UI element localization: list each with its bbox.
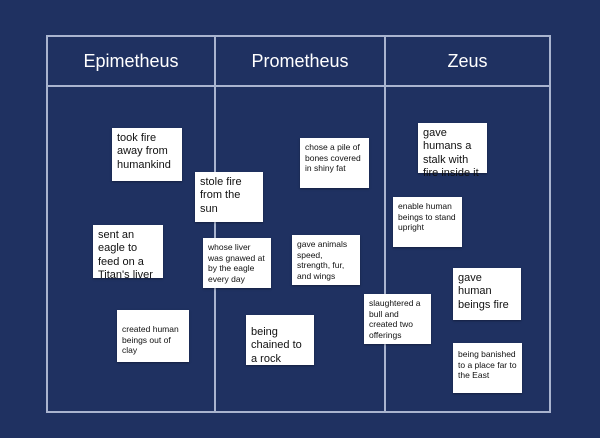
draggable-card[interactable]: chose a pile of bones covered in shiny f… <box>300 138 369 188</box>
draggable-card[interactable]: enable human beings to stand upright <box>393 197 462 247</box>
column-header-zeus: Zeus <box>447 50 488 71</box>
draggable-card[interactable]: slaughtered a bull and created two offer… <box>364 294 431 344</box>
board-frame <box>46 35 551 413</box>
draggable-card[interactable]: whose liver was gnawed at by the eagle e… <box>203 238 271 288</box>
draggable-card[interactable]: gave human beings fire <box>453 268 521 320</box>
column-header-prometheus: Prometheus <box>251 50 349 71</box>
header-divider <box>46 85 551 87</box>
draggable-card[interactable]: gave humans a stalk with fire inside it <box>418 123 487 179</box>
column-header-epimetheus: Epimetheus <box>83 50 179 71</box>
draggable-card[interactable]: sent an eagle to feed on a Titan's liver <box>93 225 163 281</box>
draggable-card[interactable]: stole fire from the sun <box>195 172 263 222</box>
draggable-card[interactable]: being chained to a rock <box>246 315 314 365</box>
draggable-card[interactable]: being banished to a place far to the Eas… <box>453 343 522 393</box>
column-divider <box>214 35 216 413</box>
draggable-card[interactable]: took fire away from humankind <box>112 128 182 181</box>
draggable-card[interactable]: created human beings out of clay <box>117 310 189 362</box>
draggable-card[interactable]: gave animals speed, strength, fur, and w… <box>292 235 360 285</box>
column-divider <box>384 35 386 413</box>
